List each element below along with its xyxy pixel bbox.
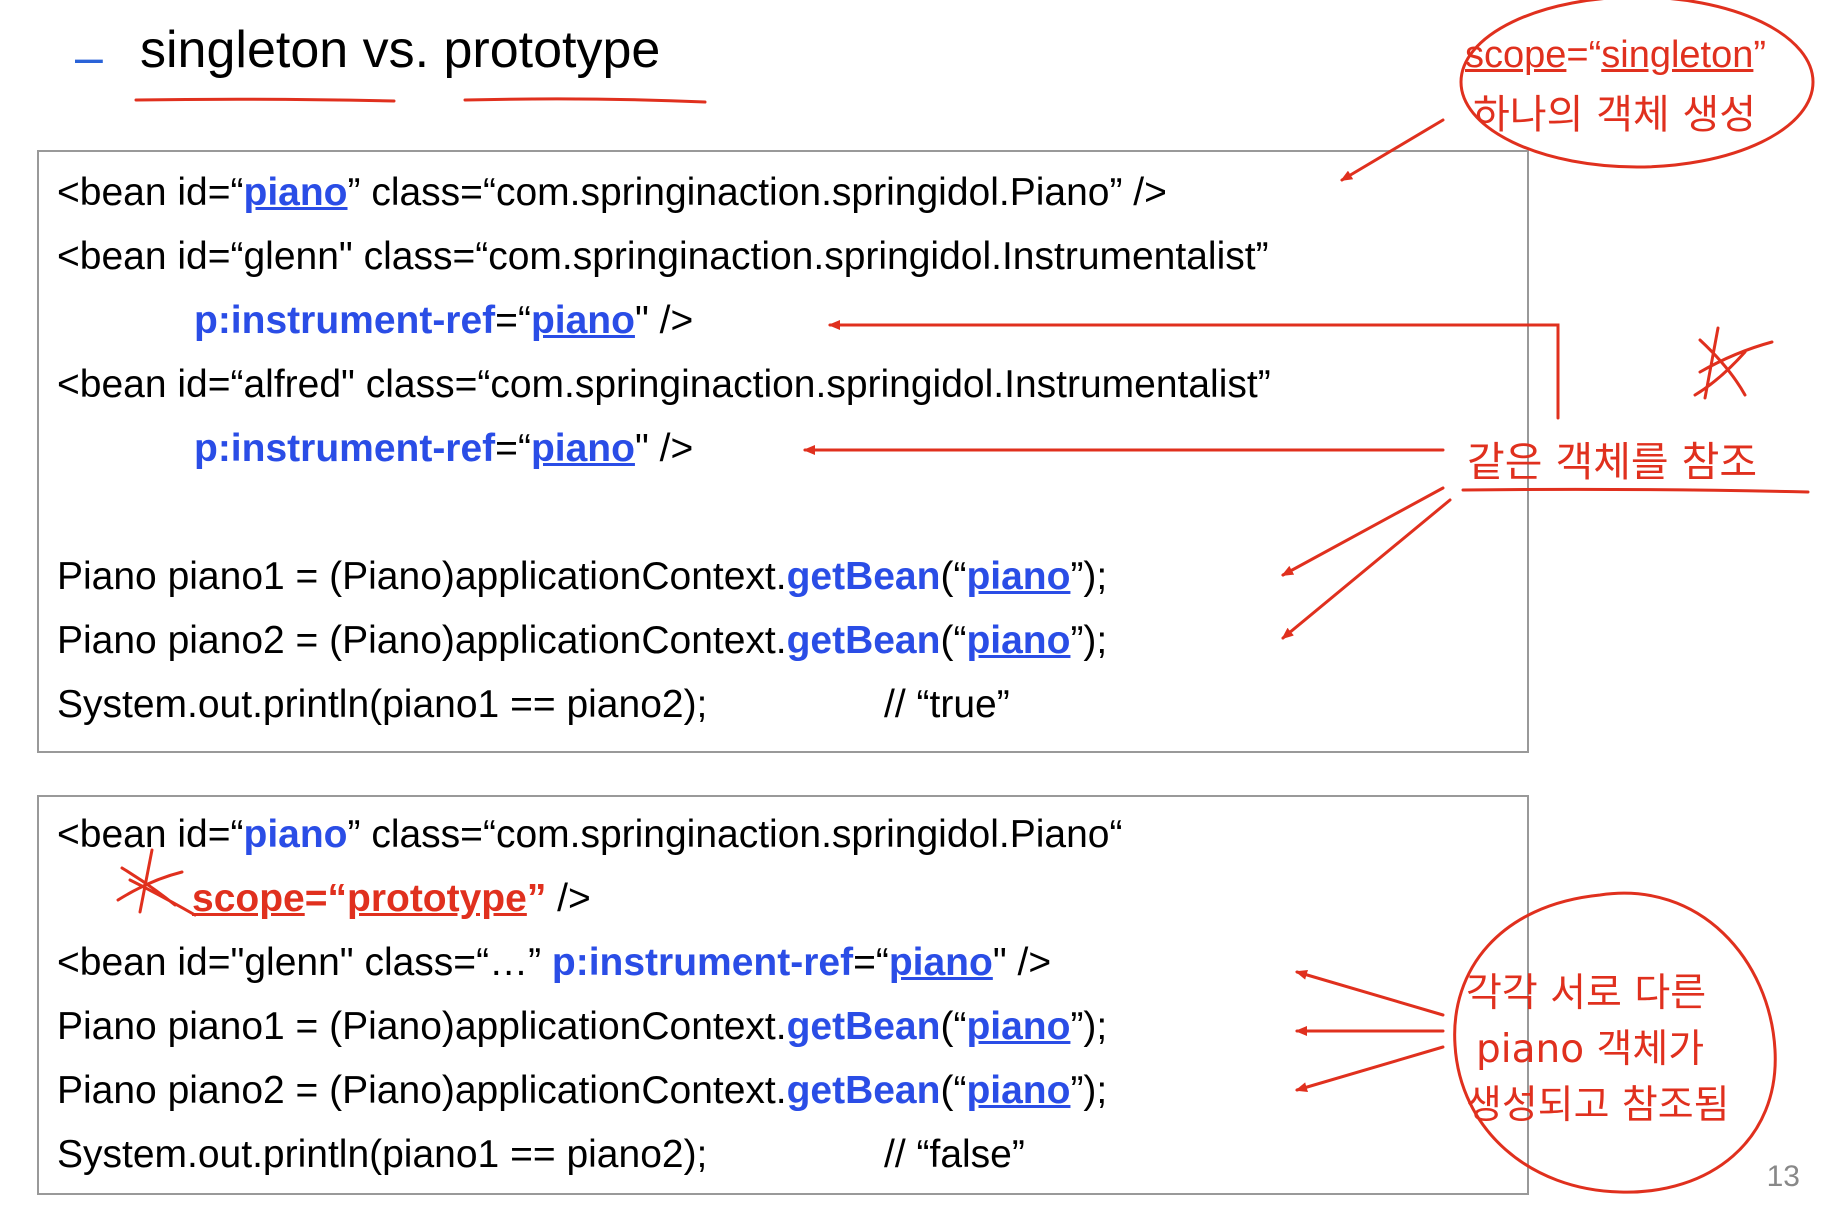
prototype-value: prototype [347, 877, 527, 920]
code-comment: // “false” [884, 1133, 1025, 1176]
different-objects-note-1: 각각 서로 다른 [1466, 971, 1707, 1016]
instrument-ref-attr: p:instrument-ref [194, 427, 496, 470]
heading-underline-prototype [463, 97, 707, 104]
code-line: System.out.println(piano1 == piano2); //… [57, 1131, 1025, 1179]
code-line: Piano piano1 = (Piano)applicationContext… [57, 555, 1108, 598]
code-comment: // “true” [884, 683, 1010, 726]
scope-attr: scope [192, 877, 305, 920]
singleton-create-note: 하나의 객체 생성 [1473, 92, 1757, 138]
singleton-scope-note: scope=“singleton” [1465, 34, 1767, 76]
code-line: p:instrument-ref=“piano" /> [194, 427, 694, 470]
code-line: <bean id=“piano” class=“com.springinacti… [57, 813, 1123, 856]
code-line: System.out.println(piano1 == piano2); //… [57, 681, 1010, 729]
slide-heading: singleton vs. prototype [140, 21, 661, 79]
code-line: scope=“prototype” /> [192, 877, 591, 920]
bullet-dash: – [75, 29, 103, 85]
code-line: Piano piano1 = (Piano)applicationContext… [57, 1005, 1108, 1048]
code-line: <bean id=“piano” class=“com.springinacti… [57, 171, 1167, 214]
code-line: Piano piano2 = (Piano)applicationContext… [57, 619, 1108, 662]
code-line: <bean id=“glenn" class=“com.springinacti… [57, 235, 1269, 278]
code-line: <bean id="glenn" class=“…” p:instrument-… [57, 941, 1052, 984]
page-number: 13 [1766, 1160, 1800, 1193]
same-object-note: 같은 객체를 참조 [1467, 438, 1758, 486]
code-line: p:instrument-ref=“piano" /> [194, 299, 694, 342]
prototype-code-box: <bean id=“piano” class=“com.springinacti… [37, 795, 1529, 1195]
instrument-ref-attr: p:instrument-ref [194, 299, 496, 342]
code-line: <bean id=“alfred" class=“com.springinact… [57, 363, 1271, 406]
singleton-code-box: <bean id=“piano” class=“com.springinacti… [37, 150, 1529, 753]
bean-id-piano: piano [243, 171, 348, 214]
bean-id-piano: piano [243, 813, 348, 856]
code-line: Piano piano2 = (Piano)applicationContext… [57, 1069, 1108, 1112]
different-objects-note-3: 생성되고 참조됨 [1466, 1083, 1730, 1128]
star-mark-top [1693, 326, 1774, 400]
different-objects-note-2: piano 객체가 [1476, 1027, 1705, 1072]
heading-underline-singleton [134, 97, 396, 103]
